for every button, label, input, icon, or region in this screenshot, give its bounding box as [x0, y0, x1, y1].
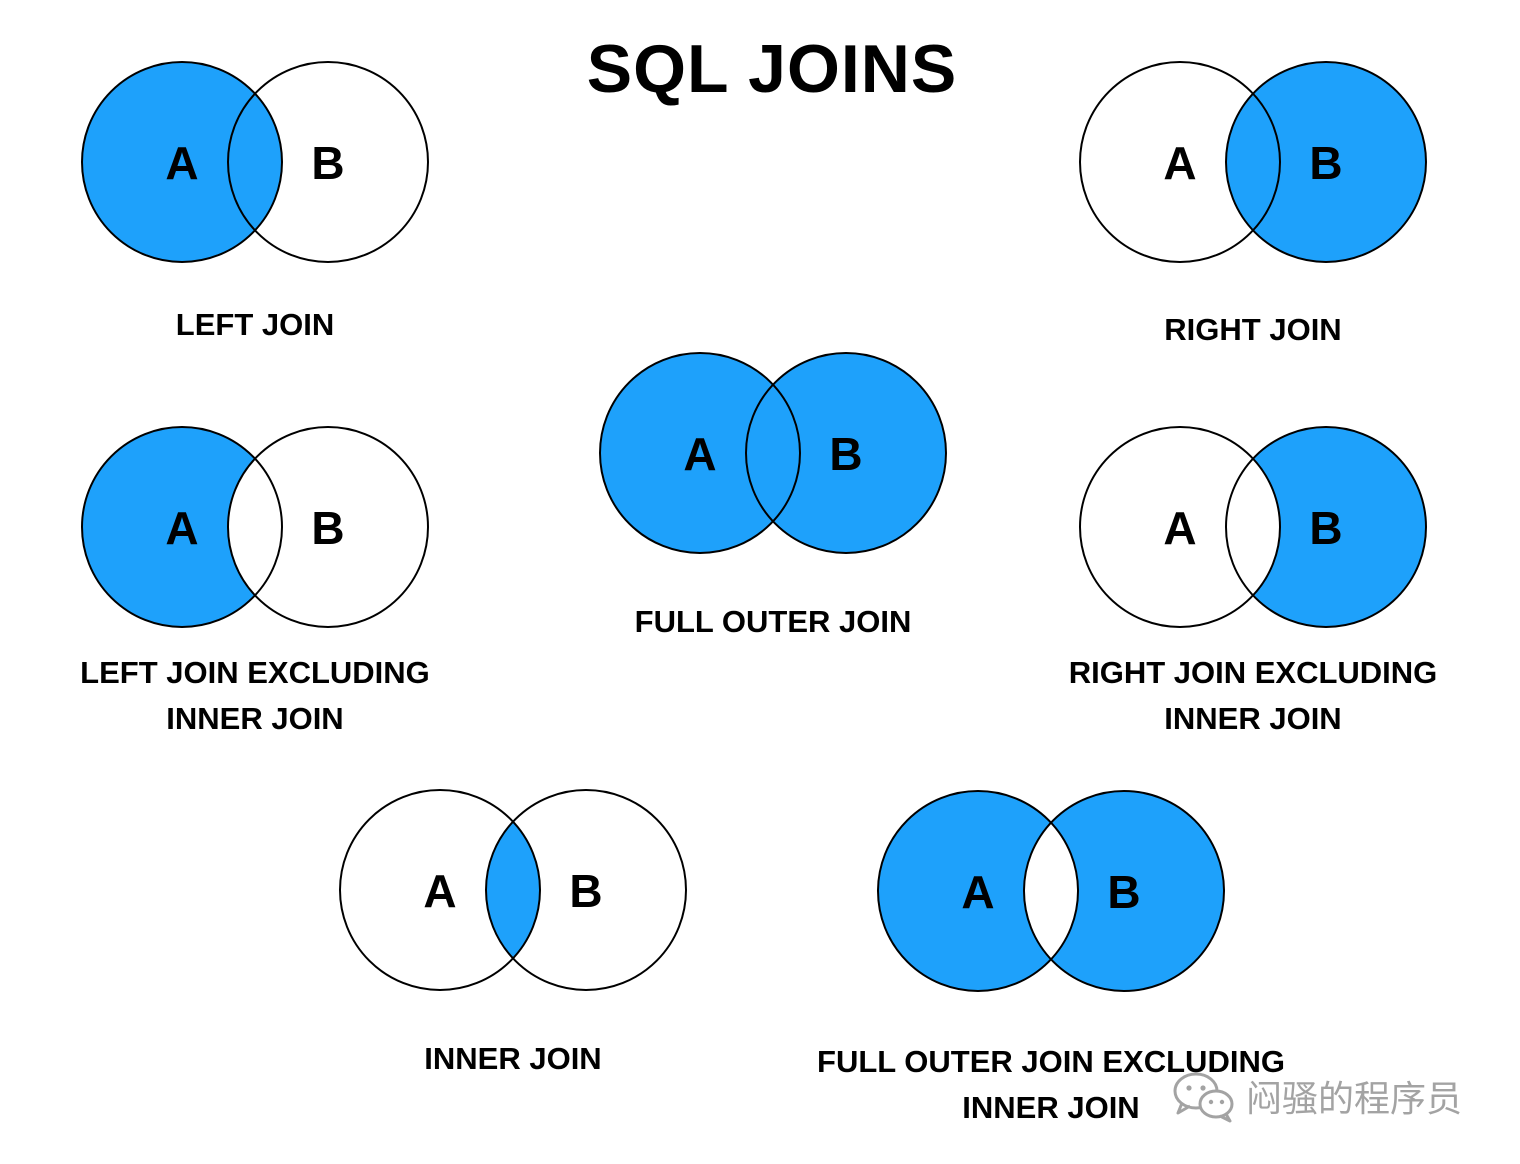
circle-b	[227, 61, 429, 263]
circle-a	[1079, 426, 1281, 628]
label-a: A	[1163, 137, 1196, 189]
label-a: A	[165, 137, 198, 189]
circle-b	[485, 789, 687, 991]
circle-a	[1079, 61, 1281, 263]
circle-b	[1225, 426, 1427, 628]
region-b-only	[746, 353, 946, 553]
label-b: B	[1309, 502, 1342, 554]
circle-b	[1023, 790, 1225, 992]
label-a: A	[1163, 502, 1196, 554]
caption-right-join-excluding: RIGHT JOIN EXCLUDING INNER JOIN	[1068, 655, 1438, 736]
caption-full-outer-join-excluding: FULL OUTER JOIN EXCLUDING INNER JOIN	[817, 1044, 1285, 1125]
circle-a	[599, 352, 801, 554]
label-b: B	[311, 137, 344, 189]
region-b-only	[1024, 791, 1224, 991]
circle-b	[1225, 61, 1427, 263]
label-b: B	[829, 428, 862, 480]
region-b-only	[1226, 427, 1426, 627]
caption-left-join-excluding: LEFT JOIN EXCLUDING INNER JOIN	[80, 655, 430, 736]
label-b: B	[1309, 137, 1342, 189]
region-a-only	[82, 62, 282, 262]
region-a-only	[82, 427, 282, 627]
region-a-only	[600, 353, 800, 553]
label-a: A	[423, 865, 456, 917]
label-b: B	[311, 502, 344, 554]
label-b: B	[1107, 866, 1140, 918]
caption-left-join: LEFT JOIN	[175, 307, 335, 342]
circle-b	[227, 426, 429, 628]
caption-right-join: RIGHT JOIN	[1164, 312, 1342, 347]
region-a-only	[878, 791, 1078, 991]
caption-inner-join: INNER JOIN	[424, 1041, 602, 1076]
circle-a	[81, 61, 283, 263]
watermark-text: 闷骚的程序员	[1246, 1078, 1463, 1119]
circle-a	[339, 789, 541, 991]
circle-a	[877, 790, 1079, 992]
label-a: A	[165, 502, 198, 554]
region-b-only	[1226, 62, 1426, 262]
label-a: A	[961, 866, 994, 918]
page-title: SQL JOINS	[586, 31, 958, 107]
caption-full-outer-join: FULL OUTER JOIN	[634, 604, 912, 639]
label-a: A	[683, 428, 716, 480]
label-b: B	[569, 865, 602, 917]
circle-b	[745, 352, 947, 554]
circle-a	[81, 426, 283, 628]
watermark: 闷骚的程序员	[1172, 1068, 1462, 1124]
wechat-icon	[1173, 1072, 1234, 1123]
